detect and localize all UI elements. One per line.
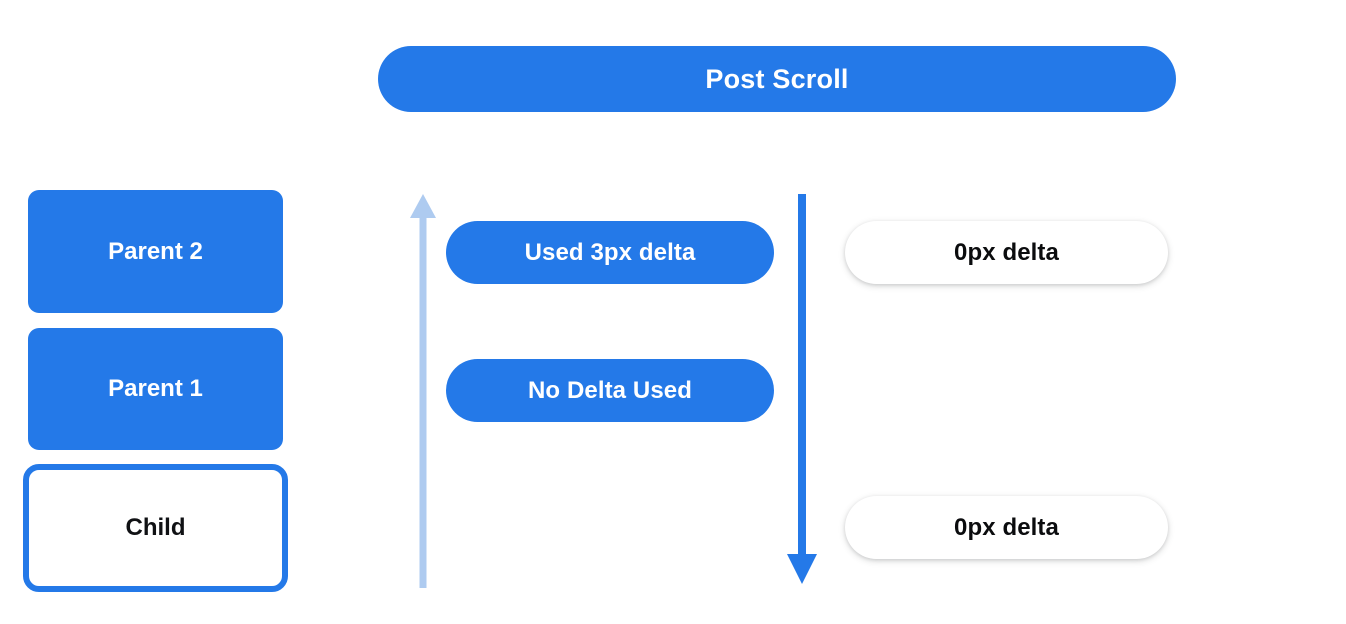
arrow-up-icon <box>410 194 436 588</box>
post-scroll-banner: Post Scroll <box>378 46 1176 112</box>
pill-no-delta-used: No Delta Used <box>446 359 774 422</box>
stack-box-label: Child <box>125 514 186 541</box>
stack-box-label: Parent 1 <box>108 375 203 402</box>
arrow-down-icon <box>787 194 817 584</box>
stack-box-parent-2: Parent 2 <box>28 190 283 313</box>
banner-title: Post Scroll <box>705 63 849 94</box>
stack-box-label: Parent 2 <box>108 237 203 265</box>
pill-label: 0px delta <box>954 238 1059 266</box>
pill-zero-delta-bottom: 0px delta <box>845 496 1168 559</box>
stack-box-parent-1: Parent 1 <box>28 328 283 450</box>
pill-zero-delta-top: 0px delta <box>845 221 1168 284</box>
pill-label: 0px delta <box>954 513 1059 541</box>
pill-label: No Delta Used <box>527 376 692 404</box>
stack-box-child: Child <box>23 464 288 592</box>
pill-used-delta: Used 3px delta <box>446 221 774 284</box>
pill-label: Used 3px delta <box>524 238 696 266</box>
